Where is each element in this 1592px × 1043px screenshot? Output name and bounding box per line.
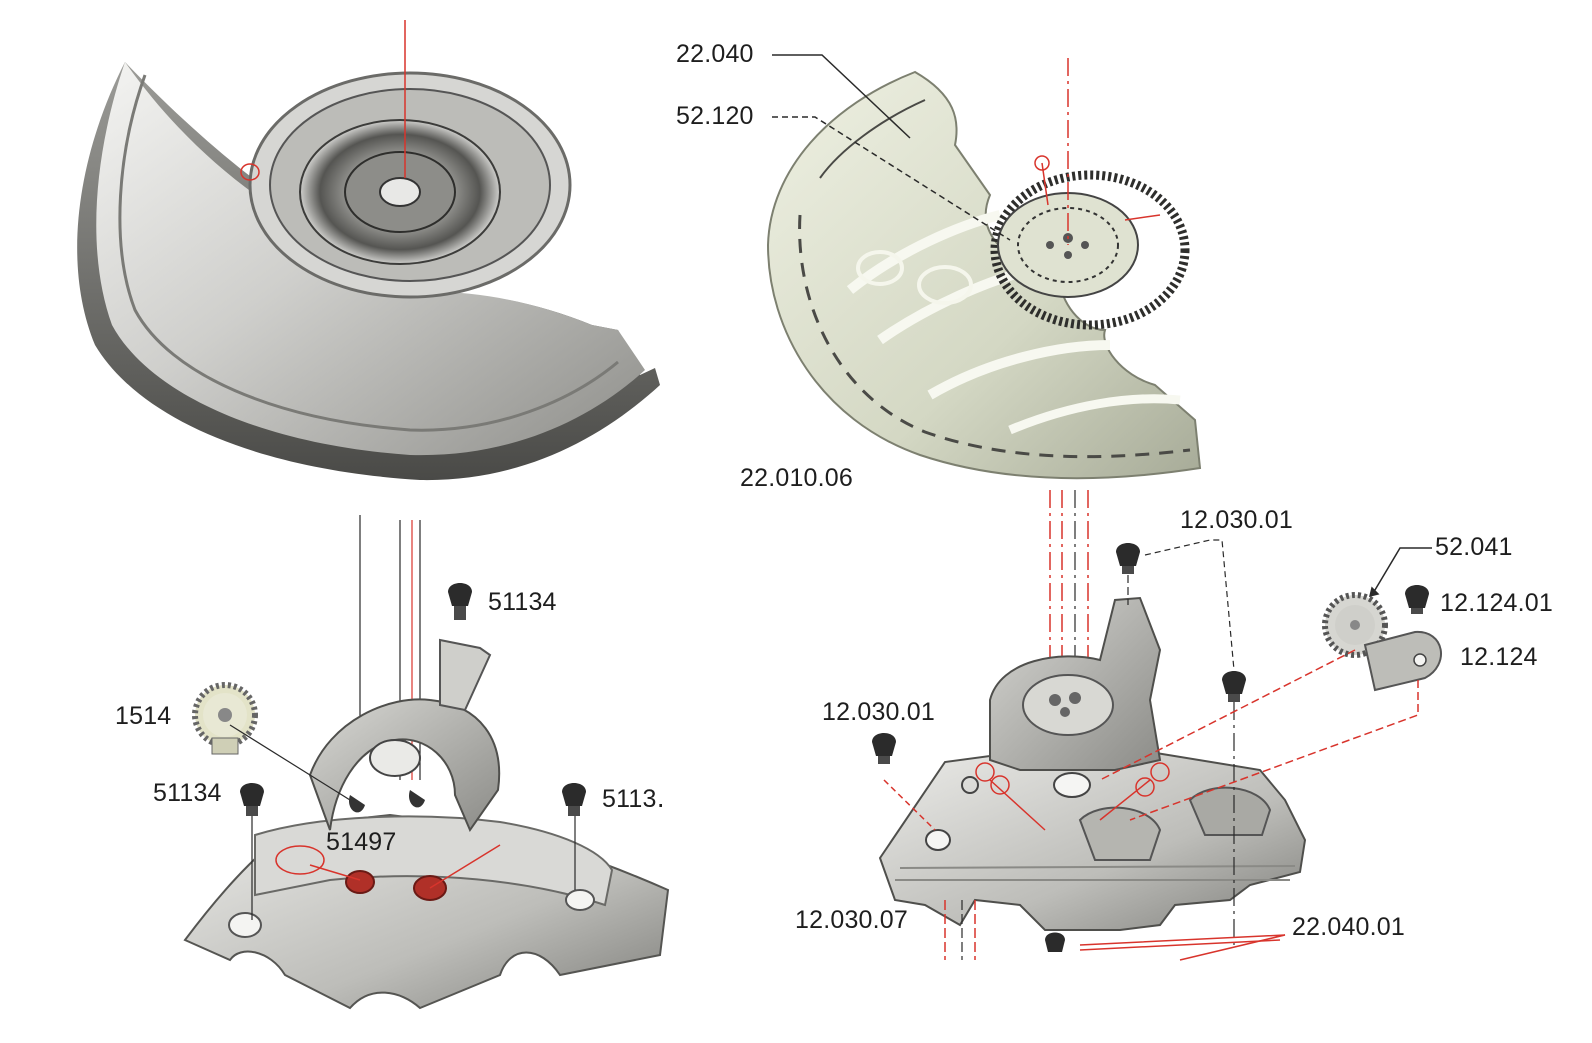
screw-12-030-01-right — [1222, 671, 1246, 702]
label-52-041: 52.041 — [1435, 533, 1513, 561]
screw-12-124-01 — [1405, 585, 1429, 614]
assembly-bottom-left — [183, 515, 670, 1010]
plate-12124 — [1363, 630, 1442, 692]
rotor-gear — [990, 170, 1190, 330]
label-51134-left: 51134 — [153, 779, 222, 807]
label-22-040-01: 22.040.01 — [1292, 913, 1406, 941]
leader-lines — [772, 54, 1432, 598]
label-52-120: 52.120 — [676, 102, 754, 130]
screw-51134-top — [448, 583, 472, 620]
rotor-weight — [766, 70, 1202, 480]
label-12-030-01-top: 12.030.01 — [1180, 506, 1294, 534]
label-22-010-06: 22.010.06 — [740, 464, 854, 492]
gear-52041 — [1322, 592, 1388, 658]
label-51497: 51497 — [326, 828, 397, 856]
label-22-040: 22.040 — [676, 40, 754, 68]
screw-51134-right — [562, 783, 586, 816]
screw-12-030-01-left — [872, 733, 896, 764]
label-51134-top: 51134 — [488, 588, 557, 616]
label-1514: 1514 — [115, 702, 172, 730]
screw-51134-left — [240, 783, 264, 816]
screw-12-030-01-top — [1116, 543, 1140, 574]
label-12-124-01: 12.124.01 — [1440, 589, 1554, 617]
gear-1514 — [192, 682, 258, 755]
label-12-030-01-left: 12.030.01 — [822, 698, 936, 726]
rotor-bridge — [308, 698, 501, 833]
rotor-top-left — [77, 20, 661, 481]
rotor-top-right — [766, 58, 1202, 480]
label-12-030-07: 12.030.07 — [795, 906, 909, 934]
assembly-bottom-right — [872, 490, 1442, 961]
label-51134-right: 5113․ — [602, 785, 666, 813]
label-12-124: 12.124 — [1460, 643, 1538, 671]
